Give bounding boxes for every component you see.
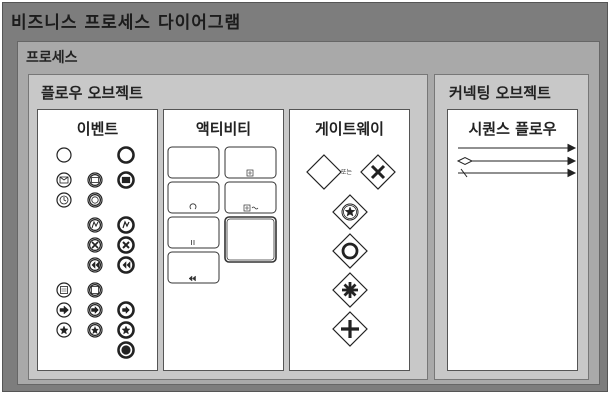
multi-instance-task-icon xyxy=(167,216,220,249)
cancel-intermediate-event-icon xyxy=(87,237,103,253)
normal-flow-arrow-icon xyxy=(458,143,577,153)
cancel-end-event-icon xyxy=(117,236,135,254)
exclusive-gateway-x-icon xyxy=(360,154,396,190)
timer-intermediate-event-icon xyxy=(87,192,103,208)
inclusive-gateway-icon xyxy=(332,233,368,269)
compensation-end-event-icon xyxy=(117,256,135,274)
events-label: 이벤트 xyxy=(76,120,119,138)
flow-objects-panel: 플로우 오브젝트 이벤트 xyxy=(28,74,428,380)
flow-objects-label: 플로우 오브젝트 xyxy=(41,84,143,102)
start-event-icon xyxy=(56,147,72,163)
gateways-label: 게이트웨이 xyxy=(314,120,384,138)
link-end-event-icon xyxy=(117,301,135,319)
connecting-objects-panel: 커넥팅 오브젝트 시퀀스 플로우 xyxy=(434,74,589,380)
end-event-icon xyxy=(117,146,135,164)
gateway-symbols xyxy=(306,154,396,347)
rule-event-icon xyxy=(56,282,72,298)
message-event-icon xyxy=(56,172,72,188)
compensation-intermediate-event-icon xyxy=(87,257,103,273)
message-intermediate-event-icon xyxy=(87,172,103,188)
conditional-flow-arrow-icon xyxy=(456,156,577,166)
process-container: 프로세스 플로우 오브젝트 이벤트 xyxy=(17,41,600,385)
multiple-end-event-icon xyxy=(117,321,135,339)
timer-event-icon xyxy=(56,192,72,208)
events-column: 이벤트 xyxy=(37,109,158,371)
message-end-event-icon xyxy=(117,171,135,189)
default-flow-arrow-icon xyxy=(458,168,577,178)
rule-intermediate-event-icon xyxy=(87,282,103,298)
gateway-or-label: 또는 xyxy=(341,169,353,176)
process-label: 프로세스 xyxy=(26,50,78,66)
compensation-task-icon xyxy=(167,251,220,284)
multiple-event-icon xyxy=(56,322,72,338)
diagram-frame: 비즈니스 프로세스 다이어그램 프로세스 플로우 오브젝트 이벤트 xyxy=(2,2,608,392)
complex-gateway-icon xyxy=(332,272,368,308)
gateway-icon xyxy=(306,154,342,190)
link-intermediate-event-icon xyxy=(87,302,103,318)
event-symbols xyxy=(56,146,135,359)
error-intermediate-event-icon xyxy=(87,217,103,233)
diagram-title: 비즈니스 프로세스 다이어그램 xyxy=(11,13,242,33)
parallel-gateway-icon xyxy=(332,311,368,347)
loop-task-icon xyxy=(167,181,220,214)
activities-column: 액티비티 xyxy=(163,109,284,371)
adhoc-subprocess-icon xyxy=(224,181,277,214)
sequence-flow-label: 시퀀스 플로우 xyxy=(468,120,557,138)
connecting-objects-label: 커넥팅 오브젝트 xyxy=(449,84,551,102)
multiple-intermediate-event-icon xyxy=(87,322,103,338)
terminate-end-event-icon xyxy=(117,341,135,359)
event-based-gateway-icon xyxy=(332,194,368,230)
gateways-column: 게이트웨이 또는 xyxy=(289,109,410,371)
activities-label: 액티비티 xyxy=(195,120,252,138)
sequence-flow-column: 시퀀스 플로우 xyxy=(447,109,578,371)
link-event-icon xyxy=(56,302,72,318)
sequence-flow-symbols xyxy=(456,143,577,178)
task-icon xyxy=(167,146,220,179)
error-end-event-icon xyxy=(117,216,135,234)
collapsed-subprocess-icon xyxy=(224,146,277,179)
activity-symbols xyxy=(167,146,277,284)
